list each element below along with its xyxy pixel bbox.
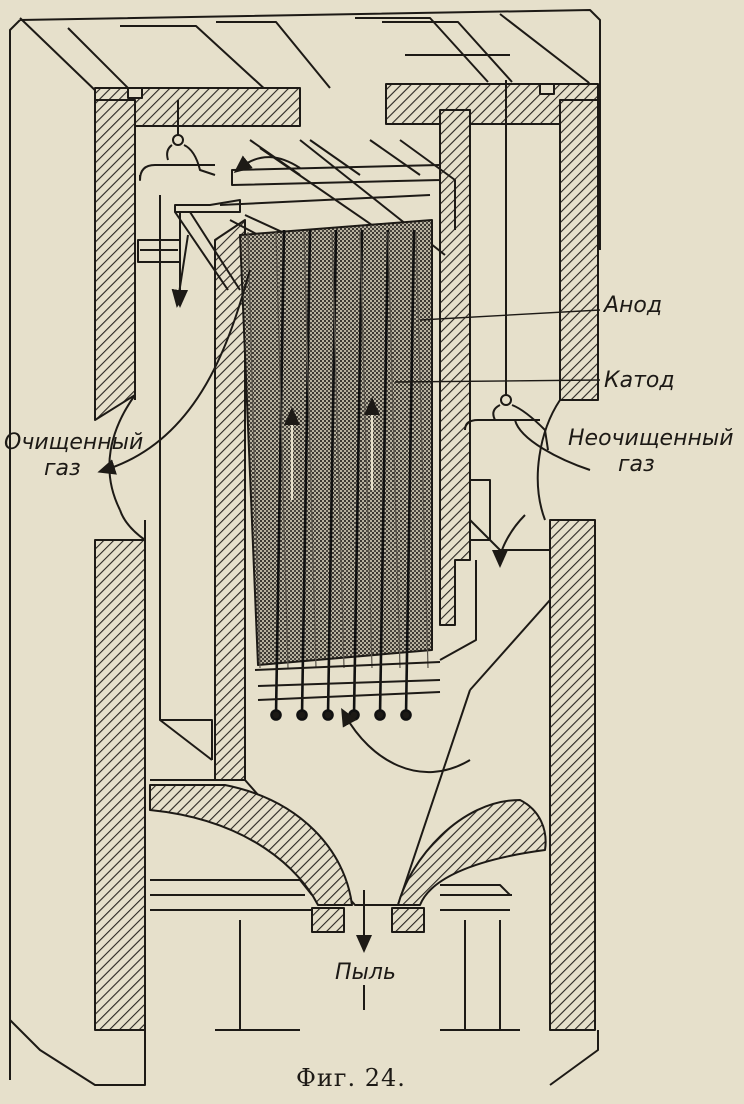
raw-gas-curve [514,419,591,471]
cathode-wire [300,229,312,716]
wire-weight [374,709,386,721]
anode-plate-edge [387,231,401,669]
cathode-wire [378,229,390,716]
wire-weight [348,709,360,721]
left-down-arrow [171,234,189,308]
anode-plate-edge [275,231,289,669]
left-wall-lower [94,539,146,1031]
raw-gas-arrow [492,514,526,568]
cathode-wire [404,229,416,716]
anode-leader [419,309,601,321]
dust-hopper [149,599,551,1031]
clean-gas-arrow [97,269,251,475]
right-wall-lower [549,519,596,1031]
bottom-flow-arrow [341,708,471,773]
cathode-leader [394,379,601,383]
cathode-wires [247,229,429,721]
wire-weight [270,709,282,721]
anode-plate-edge [415,231,429,669]
left-wall-upper [94,99,136,421]
right-inner-column [439,109,471,626]
clean-gas-label-line1: Очищенный [4,430,144,455]
anode-plate-edge [359,231,373,669]
anode-plate-edge [331,231,345,669]
raw-gas-label-line1: Неочищенный [568,426,734,451]
cathode-wire [352,229,364,716]
anode-plate-edge [247,231,261,669]
figure-caption: Фиг. 24. [296,1064,406,1092]
dust-label: Пыль [335,960,396,985]
right-wall-upper [559,99,599,401]
anode-label: Анод [604,293,663,318]
clean-gas-label-line2: газ [44,456,81,481]
top-flow-arrow [233,155,301,173]
cathode-label: Катод [604,368,675,393]
wire-weight [322,709,334,721]
wire-weight [296,709,308,721]
raw-gas-label-line2: газ [618,452,655,477]
wire-weight [400,709,412,721]
cathode-wire [274,229,286,716]
anode-plate-edge [303,231,317,669]
anode-plates [239,219,433,666]
